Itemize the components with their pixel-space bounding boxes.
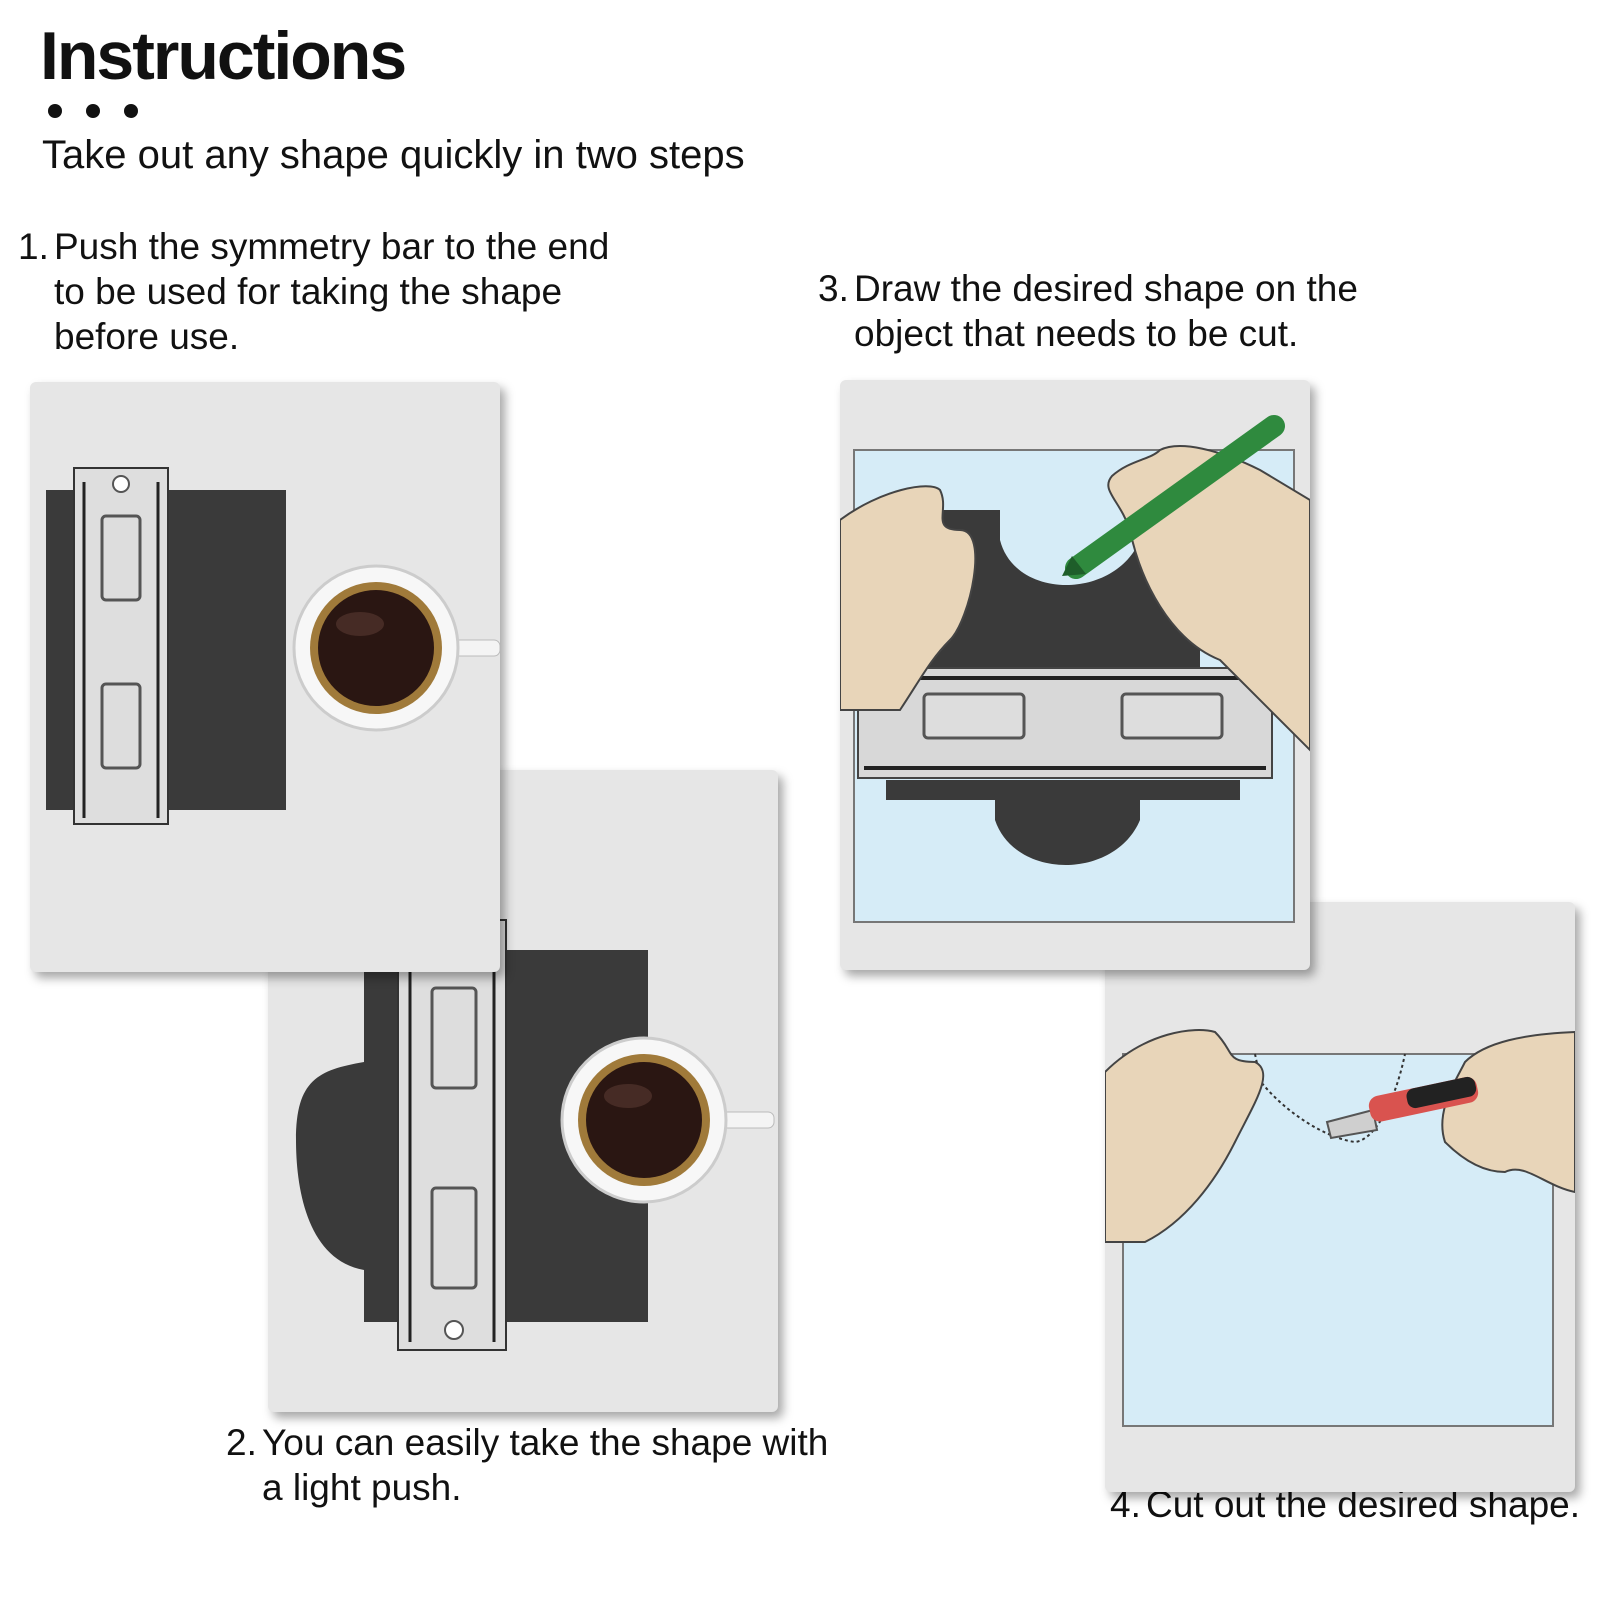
step-3-caption: 3. Draw the desired shape on the object … [818, 266, 1418, 356]
step-1-illustration [30, 382, 500, 972]
title-dots-decoration [48, 104, 138, 118]
step-3-text: Draw the desired shape on the object tha… [854, 268, 1358, 354]
step-1-caption: 1. Push the symmetry bar to the end to b… [18, 224, 638, 359]
traced-shape-bottom [886, 780, 1240, 865]
step-3-illustration [840, 380, 1310, 970]
traced-shape-top [920, 500, 1200, 670]
step-3-number: 3. [818, 268, 849, 309]
step-1-number: 1. [18, 226, 49, 267]
step-2-number: 2. [226, 1422, 257, 1463]
hand-icon [840, 485, 977, 711]
page-title: Instructions [40, 18, 407, 94]
hand-icon [1105, 1029, 1265, 1243]
step-2-text: You can easily take the shape with a lig… [262, 1422, 829, 1508]
pencil-icon [1062, 415, 1285, 579]
step-4-drawing [1105, 1029, 1575, 1427]
coffee-cup-icon [560, 1036, 775, 1204]
step-2-caption: 2. You can easily take the shape with a … [226, 1420, 846, 1510]
step-4-illustration [1105, 902, 1575, 1492]
coffee-cup-icon [292, 564, 500, 732]
hand-icon [1441, 1030, 1575, 1194]
step-1-text: Push the symmetry bar to the end to be u… [54, 226, 610, 357]
step-2-drawing [296, 919, 775, 1351]
page-subtitle: Take out any shape quickly in two steps [42, 133, 745, 177]
step-3-drawing [840, 415, 1310, 923]
step-1-drawing [46, 467, 500, 825]
utility-knife-icon [1325, 1076, 1479, 1140]
